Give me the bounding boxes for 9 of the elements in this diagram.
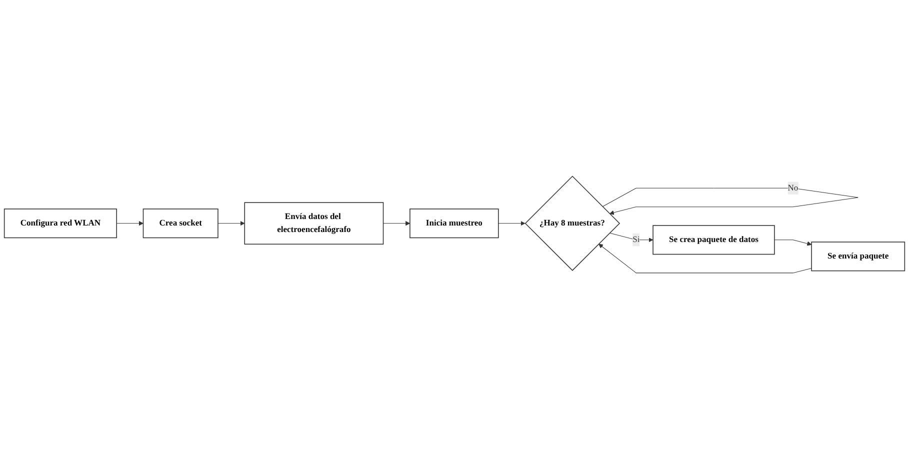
node-box: Configura red WLAN [4, 208, 117, 239]
node-box: Se crea paquete de datos [652, 225, 775, 256]
edge-label: No [788, 184, 798, 193]
node-box: Crea socket [142, 208, 218, 239]
node-box: Se envía paquete [811, 242, 906, 272]
edge-label: Si [632, 235, 640, 245]
node-diamond: ¿Hay 8 muestras? [524, 176, 620, 272]
node-box: Envía datos del electroencefalógrafo [244, 202, 384, 245]
node-box: Inicia muestreo [410, 208, 499, 239]
